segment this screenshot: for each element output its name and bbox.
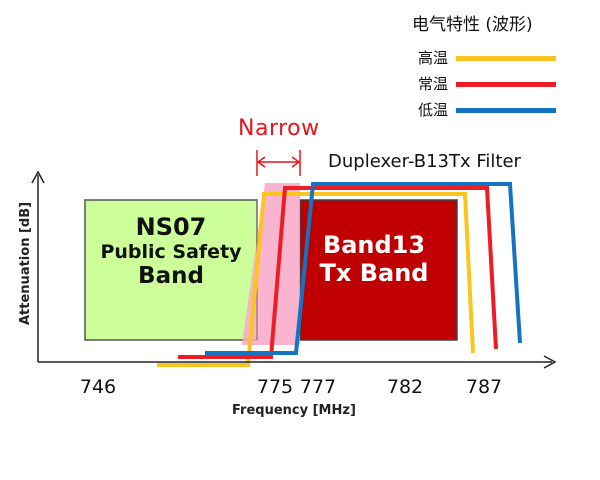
filter-label: Duplexer-B13Tx Filter — [328, 151, 521, 172]
x-tick-787: 787 — [465, 376, 503, 398]
ns07-label-line3: Band — [138, 263, 204, 290]
band13-label-line2: Tx Band — [319, 258, 429, 287]
y-axis-title: Attenuation [dB] — [18, 201, 33, 325]
narrow-arrow-right-icon — [291, 156, 301, 168]
curve-high-temp — [157, 192, 475, 367]
legend-swatch-normal-temp — [456, 82, 556, 87]
curve-low-temp — [205, 182, 522, 355]
ns07-label-line2: Public Safety — [100, 240, 242, 263]
band13-label-line1: Band13 — [322, 231, 426, 259]
band13-label: Band13 Tx Band — [304, 231, 444, 287]
x-tick-782: 782 — [386, 376, 424, 398]
legend-item-normal-temp: 常温 — [418, 73, 568, 95]
legend-title: 电气特性 (波形) — [412, 15, 533, 35]
x-tick-775: 775 — [256, 376, 294, 398]
y-axis-arrow-icon — [31, 170, 45, 184]
legend-label-low-temp: 低温 — [418, 101, 449, 119]
narrow-label: Narrow — [238, 116, 320, 141]
x-tick-746: 746 — [79, 376, 117, 398]
legend-swatch-high-temp — [456, 56, 556, 61]
ns07-band-box — [84, 199, 258, 341]
x-axis-title: Frequency [MHz] — [232, 403, 356, 418]
curve-normal-temp — [178, 186, 498, 359]
x-tick-777: 777 — [299, 376, 337, 398]
legend-label-high-temp: 高温 — [418, 49, 449, 67]
ns07-band-label: NS07 Public Safety Band — [85, 213, 257, 290]
legend-item-low-temp: 低温 — [418, 99, 568, 121]
narrow-arrow-left-icon — [256, 156, 266, 168]
band13-box — [299, 199, 458, 341]
legend-swatch-low-temp — [456, 108, 556, 113]
x-axis-arrow-icon — [543, 355, 557, 369]
legend-label-normal-temp: 常温 — [418, 75, 449, 93]
ns07-label-line1: NS07 — [135, 213, 207, 241]
legend-item-high-temp: 高温 — [418, 47, 568, 69]
